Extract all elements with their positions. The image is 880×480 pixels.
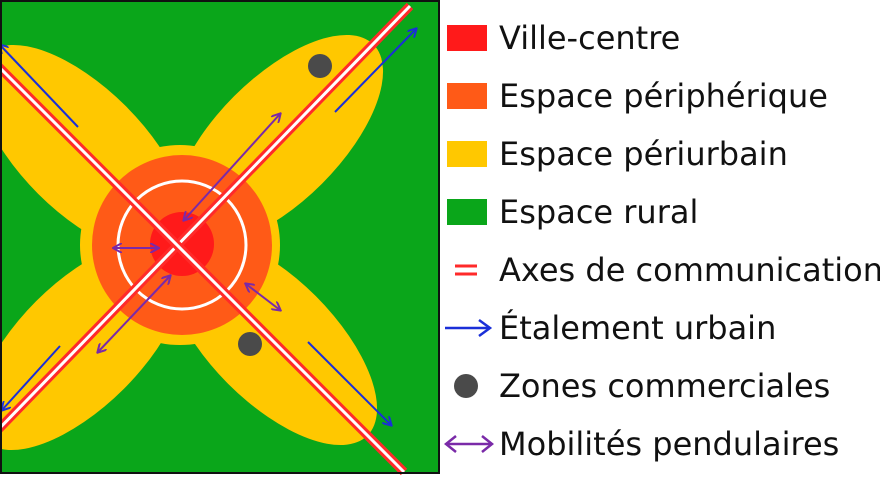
sprawl-arrow-sw (2, 345, 61, 410)
legend-item-mobilites-pendulaires: Mobilités pendulaires (441, 418, 880, 470)
orange-swatch-icon (441, 76, 499, 116)
legend-item-axes-de-communication: Axes de communication (441, 244, 880, 296)
legend-label: Axes de communication (499, 251, 880, 289)
yellow-swatch-icon (441, 134, 499, 174)
grey-dot-icon (441, 366, 499, 406)
commercial-zone-dot (238, 332, 262, 356)
sprawl-arrow-se (307, 341, 391, 425)
communication-axis-nw-se (0, 61, 408, 476)
urban-sprawl-arrows (0, 29, 416, 425)
legend-label: Zones commerciales (499, 367, 831, 405)
legend-label: Ville-centre (499, 19, 681, 57)
legend-item-ville-centre: Ville-centre (441, 12, 880, 64)
legend-item-espace-periurbain: Espace périurbain (441, 128, 880, 180)
legend-label: Mobilités pendulaires (499, 425, 840, 463)
commuting-arrow (246, 284, 280, 310)
diagram-frame (0, 0, 440, 474)
legend-label: Espace périurbain (499, 135, 788, 173)
legend-label: Espace rural (499, 193, 699, 231)
green-swatch-icon (441, 192, 499, 232)
red-swatch-icon (441, 18, 499, 58)
legend-item-espace-peripherique: Espace périphérique (441, 70, 880, 122)
commercial-zone-dot (308, 54, 332, 78)
sprawl-arrow-ne (334, 29, 416, 113)
sprawl-arrow-nw (0, 45, 79, 128)
double-arrow-icon (441, 424, 499, 464)
legend-item-etalement-urbain: Étalement urbain (441, 302, 880, 354)
urban-structure-diagram (0, 0, 440, 476)
blue-arrow-icon (441, 308, 499, 348)
legend-label: Espace périphérique (499, 77, 828, 115)
commuting-arrow (98, 276, 170, 352)
road-lines-icon (441, 250, 499, 290)
commuting-arrow (184, 114, 280, 220)
commuting-arrows (98, 114, 280, 352)
legend-item-espace-rural: Espace rural (441, 186, 880, 238)
legend: Ville-centre Espace périphérique Espace … (441, 0, 880, 474)
legend-item-zones-commerciales: Zones commerciales (441, 360, 880, 412)
legend-label: Étalement urbain (499, 309, 777, 347)
